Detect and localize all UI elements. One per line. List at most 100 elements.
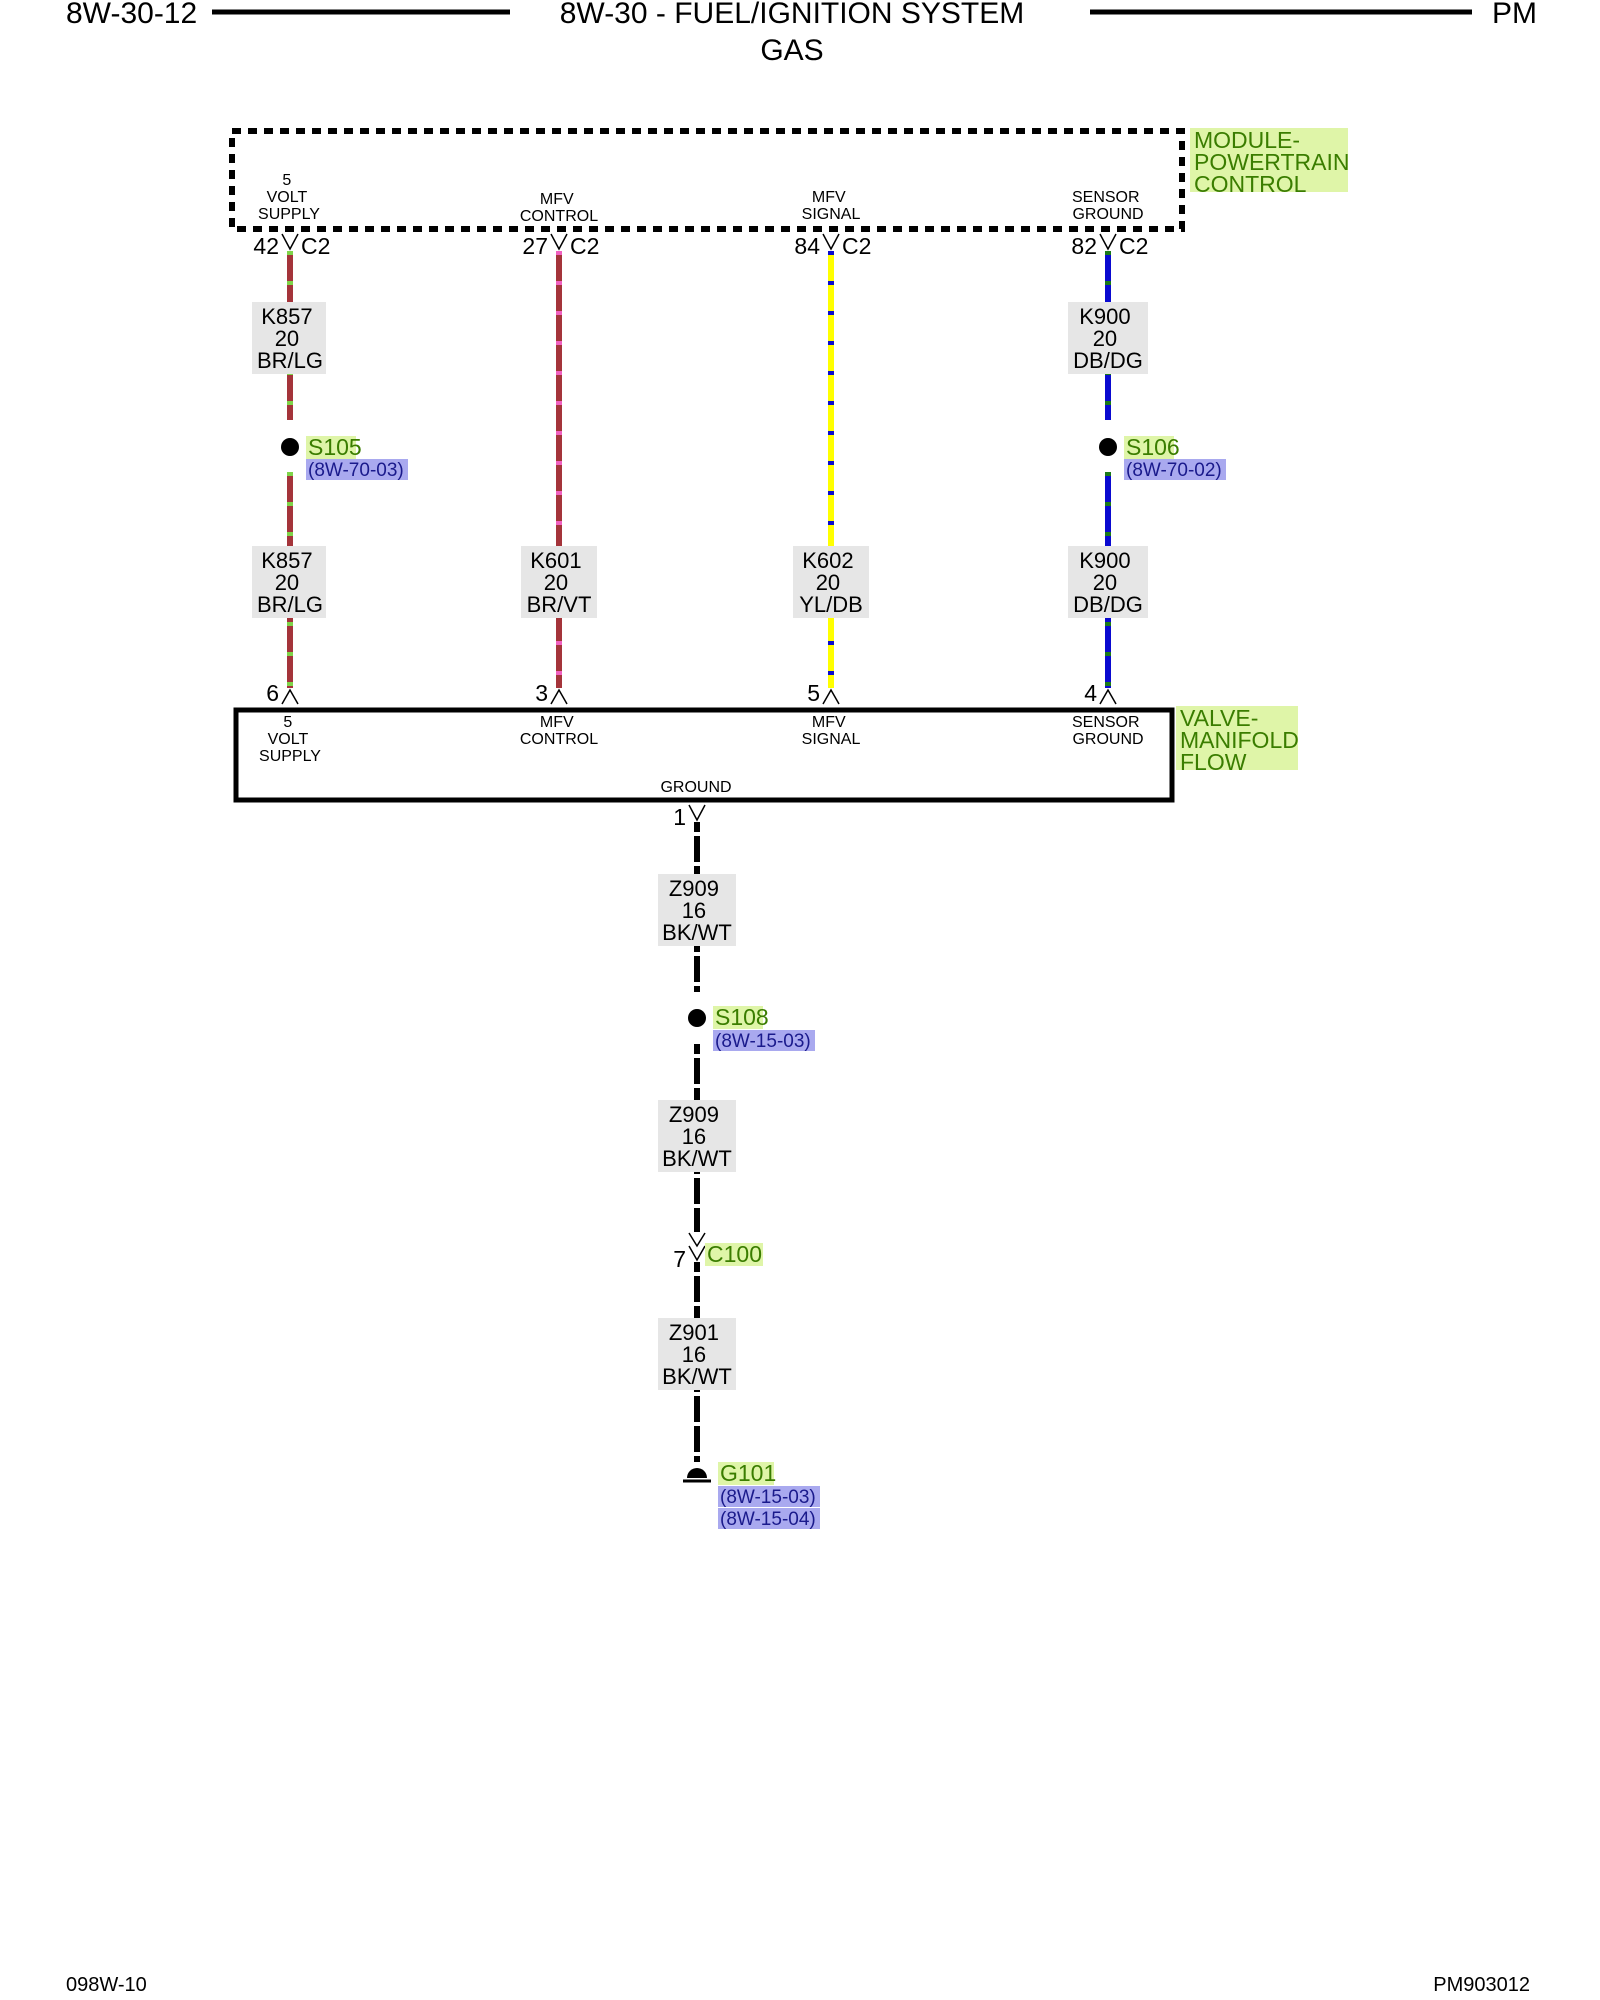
pcm-name-line: POWERTRAIN	[1194, 149, 1349, 175]
footer-left-code: 098W-10	[66, 1974, 147, 1996]
pcm-pin-function: MFV SIGNAL	[802, 189, 861, 223]
wire-label-line: BK/WT	[662, 1364, 732, 1389]
svg-text:Z909 16 BK/WT: Z909 16 BK/WT	[662, 1102, 732, 1171]
svg-text:K602 20 YL/DB: K602 20 YL/DB	[799, 548, 863, 617]
svg-text:K900 20 DB/DG: K900 20 DB/DG	[1073, 304, 1143, 373]
pcm-module-box	[229, 128, 1185, 232]
wire-label-line: 16	[682, 1342, 706, 1367]
wire-label-k857-lower: K857 20 BR/LG	[252, 546, 326, 618]
splice-ref: (8W-15-03)	[715, 1031, 811, 1052]
wire-label-line: DB/DG	[1073, 348, 1143, 373]
wire-label-line: Z901	[669, 1320, 719, 1345]
valve-cavity-number: 3	[535, 680, 548, 706]
valve-pin-function: MFV CONTROL	[520, 714, 598, 748]
wire-label-line: 20	[275, 570, 299, 595]
page-subtitle: GAS	[760, 34, 823, 67]
wire-label-line: BK/WT	[662, 920, 732, 945]
svg-text:Z909 16 BK/WT: Z909 16 BK/WT	[662, 876, 732, 945]
wire-label-line: K857	[261, 304, 312, 329]
valve-pin-function-line: VOLT	[268, 731, 309, 748]
svg-text:K857 20 BR/LG: K857 20 BR/LG	[257, 548, 323, 617]
wire-label-line: BR/LG	[257, 592, 323, 617]
wire-label-line: BK/WT	[662, 1146, 732, 1171]
wire-label-line: K900	[1079, 548, 1130, 573]
female-terminal-icon	[822, 233, 840, 251]
splice-s106: S106 (8W-70-02)	[1099, 434, 1226, 481]
wire-label-line: 20	[275, 326, 299, 351]
wire-label-k900-lower: K900 20 DB/DG	[1068, 546, 1148, 618]
pcm-name-line: CONTROL	[1194, 171, 1307, 197]
valve-pin-function: SENSOR GROUND	[1072, 714, 1144, 748]
splice-name: S108	[715, 1004, 769, 1030]
wire-label-k601: K601 20 BR/VT	[521, 546, 597, 618]
wire-label-line: 20	[816, 570, 840, 595]
pcm-connector-name: C2	[842, 233, 871, 259]
wire-label-line: 16	[682, 898, 706, 923]
splice-s108: S108 (8W-15-03)	[688, 1004, 815, 1052]
pcm-name-line: MODULE-	[1194, 127, 1300, 153]
splice-dot-icon	[1099, 438, 1117, 456]
pcm-pin-function-line: VOLT	[267, 189, 308, 206]
pcm-pin-function-line: MFV	[540, 191, 574, 208]
pcm-pin-function-line: 5	[282, 172, 291, 189]
wire-label-line: BR/LG	[257, 348, 323, 373]
female-terminal-icon	[550, 233, 568, 251]
valve-pin-function-line: SUPPLY	[259, 748, 321, 765]
wire-label-line: BR/VT	[527, 592, 592, 617]
female-terminal-icon	[281, 233, 299, 251]
wire-label-line: Z909	[669, 876, 719, 901]
pcm-pin-function-line: SENSOR	[1072, 189, 1140, 206]
valve-pin-function-line: MFV	[812, 714, 846, 731]
pcm-pin-function-line: MFV	[812, 189, 846, 206]
male-terminal-icon	[550, 688, 568, 705]
pcm-pin-function-line: SIGNAL	[802, 206, 861, 223]
pcm-connector-name: C2	[570, 233, 599, 259]
svg-text:K900 20 DB/DG: K900 20 DB/DG	[1073, 548, 1143, 617]
wire-label-k900-upper: K900 20 DB/DG	[1068, 302, 1148, 374]
pcm-connector-name: C2	[1119, 233, 1148, 259]
wire-label-z909-lower: Z909 16 BK/WT	[658, 1100, 736, 1172]
wire-label-line: Z909	[669, 1102, 719, 1127]
wire-label-line: 16	[682, 1124, 706, 1149]
valve-pin-function: MFV SIGNAL	[802, 714, 861, 748]
valve-module-box	[233, 707, 1175, 803]
female-terminal-icon	[1099, 233, 1117, 251]
male-terminal-icon	[822, 688, 840, 705]
valve-pin-function-line: 5	[283, 714, 292, 731]
wire-label-line: 20	[544, 570, 568, 595]
pcm-pin-function-line: SUPPLY	[258, 206, 320, 223]
male-terminal-icon	[1099, 688, 1117, 705]
wire-label-z909-upper: Z909 16 BK/WT	[658, 874, 736, 946]
wire-label-line: 20	[1093, 570, 1117, 595]
splice-s105: S105 (8W-70-03)	[281, 434, 408, 481]
wire-label-k857-upper: K857 20 BR/LG	[252, 302, 326, 374]
wire-label-line: K602	[802, 548, 853, 573]
male-terminal-icon	[281, 688, 299, 705]
valve-cavity-number: 4	[1084, 680, 1097, 706]
pcm-cavity-number: 27	[522, 233, 548, 259]
valve-pin-function-line: MFV	[540, 714, 574, 731]
connector-name: C100	[707, 1241, 762, 1267]
connector-cavity: 7	[673, 1246, 686, 1272]
ground-ref: (8W-15-03)	[720, 1487, 816, 1508]
pcm-cavity-number: 42	[253, 233, 279, 259]
svg-text:Z901 16 BK/WT: Z901 16 BK/WT	[662, 1320, 732, 1389]
female-terminal-icon	[688, 1232, 706, 1248]
pcm-name: MODULE- POWERTRAIN CONTROL	[1194, 127, 1356, 197]
valve-name-line: VALVE-	[1180, 705, 1258, 731]
ground-ref: (8W-15-04)	[720, 1509, 816, 1530]
valve-pin-function: 5 VOLT SUPPLY	[259, 714, 321, 765]
wire-label-line: K857	[261, 548, 312, 573]
valve-pin-function-line: SIGNAL	[802, 731, 861, 748]
page-code-right: PM	[1492, 0, 1537, 30]
pcm-connector-name: C2	[301, 233, 330, 259]
wire-label-k602: K602 20 YL/DB	[793, 546, 869, 618]
pcm-pin-function: SENSOR GROUND	[1072, 189, 1144, 223]
valve-pin-function-line: GROUND	[1072, 731, 1143, 748]
svg-text:K857 20 BR/LG: K857 20 BR/LG	[257, 304, 323, 373]
ground-name: G101	[720, 1460, 776, 1486]
valve-pin-function-line: SENSOR	[1072, 714, 1140, 731]
valve-name-line: MANIFOLD	[1180, 727, 1299, 753]
valve-ground-function: GROUND	[660, 779, 731, 796]
female-terminal-icon	[688, 804, 706, 822]
